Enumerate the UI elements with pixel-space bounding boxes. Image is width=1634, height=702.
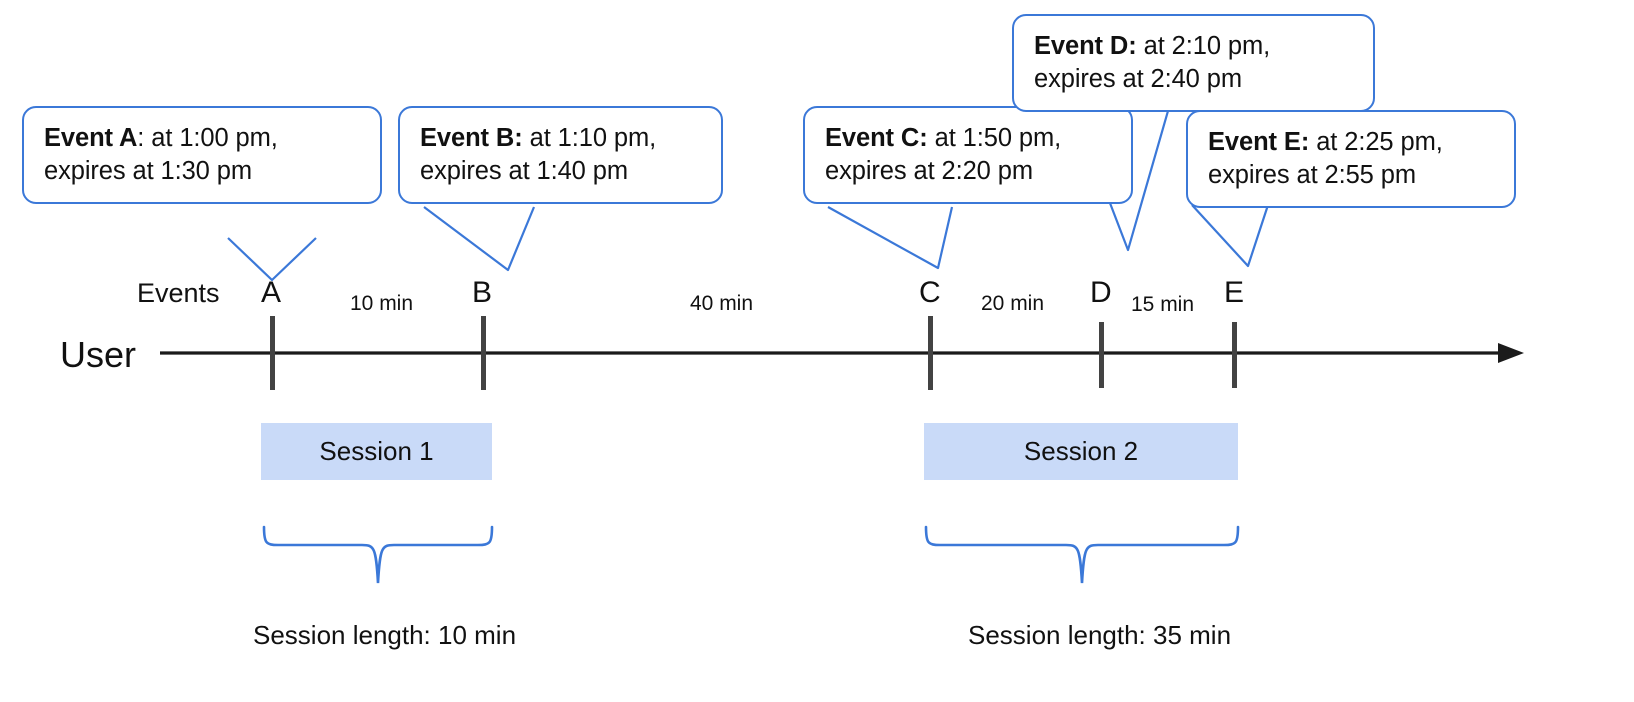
session-1-length-caption: Session length: 10 min [253,620,517,650]
gap-label-a-b: 10 min [350,292,414,315]
callout-event-c: Event C: at 1:50 pm, expires at 2:20 pm [803,106,1133,205]
tick-e [1232,322,1237,388]
callout-event-b-lead: Event B: [420,124,523,152]
events-row-label: Events [137,278,220,308]
callout-event-d-line1-rest: at 2:10 pm, [1136,32,1271,60]
tick-d [1099,322,1104,388]
tick-label-c: C [919,276,941,309]
callout-event-e-lead: Event E: [1208,128,1310,156]
tick-a [270,316,275,390]
tick-b [481,316,486,390]
callout-event-b-line1-rest: at 1:10 pm, [522,124,657,152]
callout-event-e: Event E: at 2:25 pm, expires at 2:55 pm [1186,110,1516,209]
callout-event-a-line1-rest: : at 1:00 pm, [137,124,278,152]
callout-event-e-line1-rest: at 2:25 pm, [1309,128,1443,156]
callout-event-c-line1: Event C: at 1:50 pm, [825,122,1113,155]
tick-label-e: E [1224,276,1245,309]
callout-event-a-lead: Event A [44,124,138,152]
callout-event-b-line2: expires at 1:40 pm [420,157,628,186]
callout-event-d-lead: Event D: [1034,32,1137,60]
axis-label-user: User [60,334,137,375]
callout-event-d-line2: expires at 2:40 pm [1034,65,1242,94]
gap-label-d-e: 15 min [1131,293,1195,316]
session-bar-1-label: Session 1 [319,436,434,466]
callout-event-c-lead: Event C: [825,124,928,152]
session-bar-1: Session 1 [261,423,492,480]
tick-label-a: A [261,276,282,309]
session-bar-2: Session 2 [924,423,1238,480]
tick-label-d: D [1090,276,1112,309]
tick-label-b: B [472,276,493,309]
callout-event-a-line1: Event A: at 1:00 pm, [44,122,362,155]
callout-event-c-line2: expires at 2:20 pm [825,157,1033,186]
callout-event-a: Event A: at 1:00 pm, expires at 1:30 pm [22,106,382,205]
session-2-length-caption: Session length: 35 min [968,620,1232,650]
session-bar-2-label: Session 2 [1023,436,1139,466]
callout-event-b-line1: Event B: at 1:10 pm, [420,122,703,155]
callout-event-c-line1-rest: at 1:50 pm, [927,124,1062,152]
tick-c [928,316,933,390]
callout-event-d-line1: Event D: at 2:10 pm, [1034,30,1355,63]
callout-event-e-line1: Event E: at 2:25 pm, [1208,126,1496,159]
gap-label-c-d: 20 min [981,292,1045,315]
callout-event-a-line2: expires at 1:30 pm [44,157,252,186]
callout-event-e-line2: expires at 2:55 pm [1208,161,1416,190]
callout-event-b: Event B: at 1:10 pm, expires at 1:40 pm [398,106,723,205]
callout-event-d: Event D: at 2:10 pm, expires at 2:40 pm [1012,14,1375,113]
gap-label-b-c: 40 min [690,292,754,315]
